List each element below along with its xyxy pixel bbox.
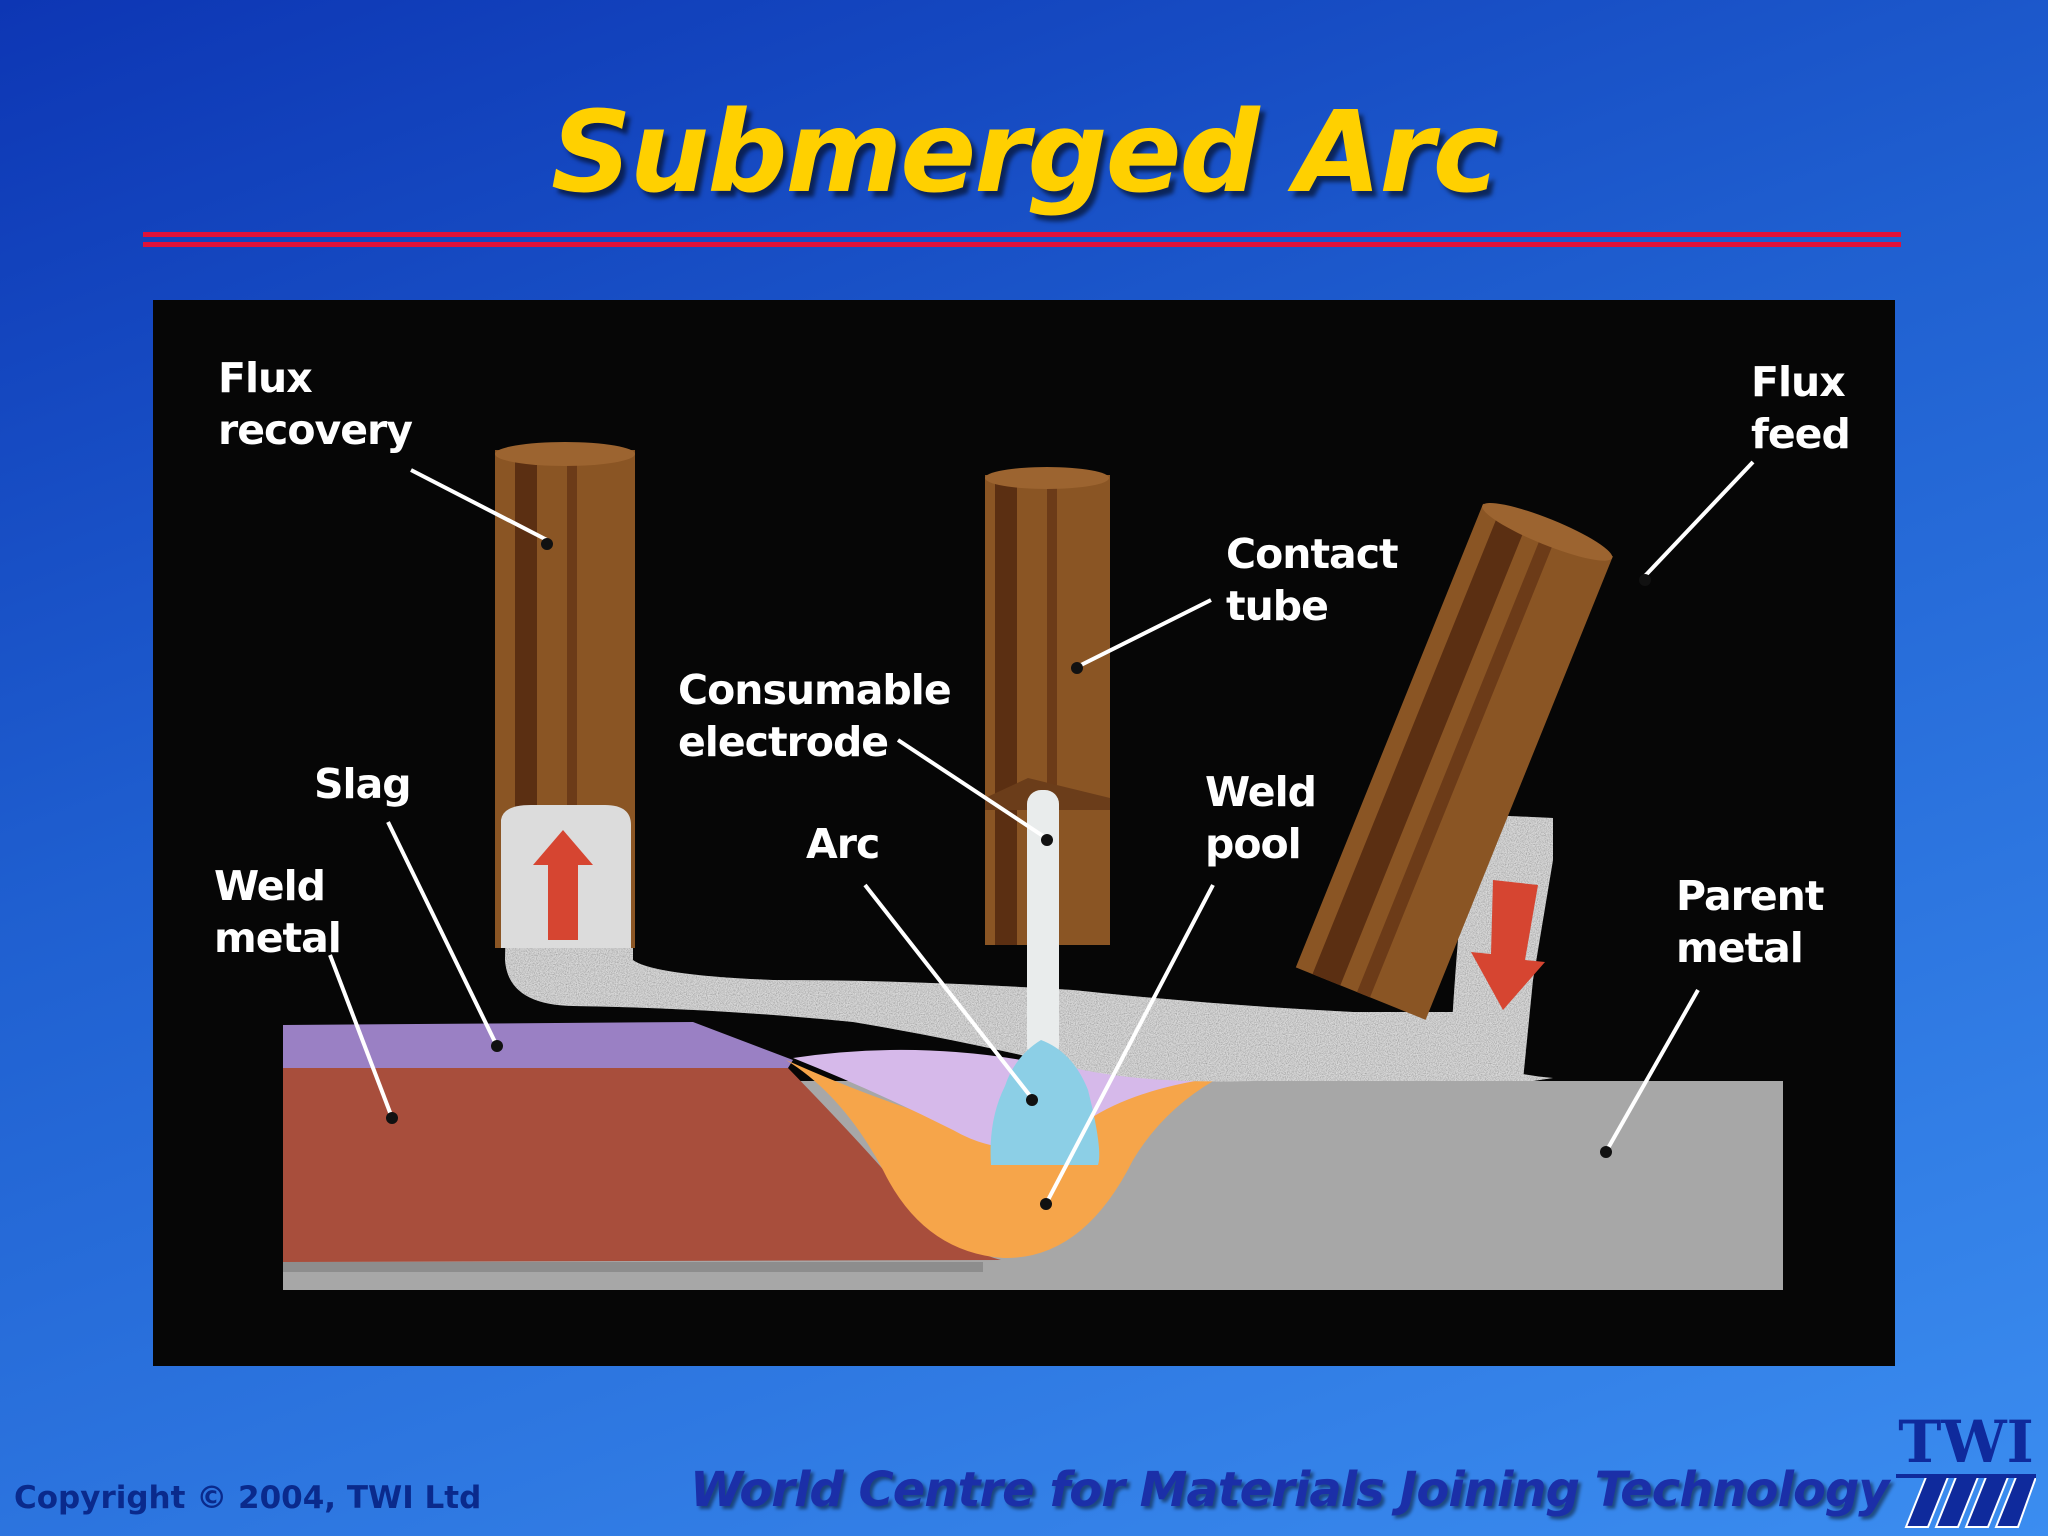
twi-logo-stripes-icon	[1896, 1474, 2036, 1528]
title-rule-bottom	[143, 242, 1901, 247]
slide-title: Submerged Arc	[550, 88, 1499, 218]
leader-dots	[386, 538, 1651, 1210]
title-rule-top	[143, 232, 1901, 237]
copyright-notice: Copyright © 2004, TWI Ltd	[14, 1480, 482, 1516]
label-slag: Slag	[314, 760, 412, 808]
twi-logo: TWI	[1896, 1412, 2036, 1530]
slag-layer	[283, 1022, 793, 1068]
twi-logo-text: TWI	[1898, 1408, 2034, 1476]
flux-feed-arrow	[1471, 880, 1545, 1010]
weld-metal	[283, 1068, 1001, 1272]
consumable-electrode	[1027, 790, 1059, 1060]
flux-recovery-tube	[495, 442, 635, 948]
arc	[990, 1040, 1100, 1165]
footer-tagline: World Centre for Materials Joining Techn…	[690, 1462, 1890, 1518]
label-arc: Arc	[806, 820, 880, 868]
leader-lines	[328, 460, 1755, 1201]
flux-feed-tube	[1295, 502, 1613, 1020]
